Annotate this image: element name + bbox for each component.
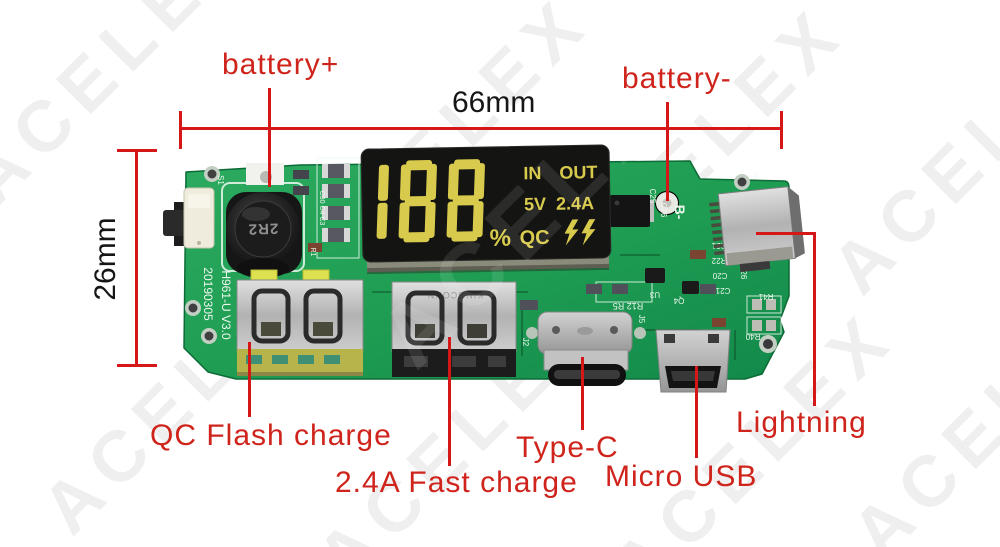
fast-charge-callout-line bbox=[448, 337, 451, 466]
width-dim-tick-right bbox=[780, 111, 783, 149]
silkscreen-model: H961-U V3.0 bbox=[219, 270, 233, 340]
usb-c-port[interactable] bbox=[526, 311, 646, 386]
silkscreen-s1: S1 bbox=[216, 175, 225, 185]
silkscreen-c21: C21 bbox=[715, 286, 730, 295]
mounting-holes bbox=[185, 166, 777, 353]
micro-usb-callout-line bbox=[695, 366, 698, 458]
led-pad bbox=[302, 269, 330, 281]
silkscreen-j6: J6 bbox=[751, 172, 758, 180]
silkscreen-c20: C20 bbox=[712, 271, 727, 280]
micro-usb-label: Micro USB bbox=[605, 460, 758, 493]
type-c-label: Type-C bbox=[516, 431, 619, 464]
watermark-text: ACELEX bbox=[836, 260, 1000, 547]
height-dim-label: 26mm bbox=[89, 217, 122, 301]
lightning-bolt-icon bbox=[564, 219, 579, 246]
battery-minus-label: battery- bbox=[622, 62, 732, 95]
battery-plus-callout-line bbox=[268, 88, 271, 187]
smd-components bbox=[293, 164, 776, 331]
soic-chip bbox=[606, 195, 654, 227]
battery-plus-pad bbox=[246, 163, 284, 185]
display-qc: QC bbox=[519, 227, 549, 250]
battery-minus-pad bbox=[655, 191, 679, 215]
silkscreen-r40: R40 bbox=[745, 332, 760, 341]
pcb-photo: 2R2 bbox=[163, 144, 806, 393]
display-percent: % bbox=[489, 225, 511, 252]
silkscreen-r26: R26 bbox=[739, 265, 748, 280]
lightning-port[interactable] bbox=[708, 186, 806, 275]
display-amp: 2.4A bbox=[556, 193, 594, 214]
fast-charge-label: 2.4A Fast charge bbox=[335, 466, 578, 499]
height-dim-tick-bottom bbox=[117, 364, 157, 367]
display-volt: 5V bbox=[524, 194, 546, 214]
silkscreen-r41: R41 bbox=[758, 292, 773, 301]
width-dim-tick-left bbox=[179, 111, 182, 149]
silkscreen-r12-r5: R12 R5 bbox=[613, 301, 644, 311]
lightning-bolt-icon bbox=[581, 219, 596, 246]
silkscreen-labels: C25 C26 B- R21 R22 C20 C21 R26 R12 R5 U3… bbox=[201, 172, 773, 346]
silkscreen-r22: R22 bbox=[711, 256, 726, 265]
silkscreen-b-minus: B- bbox=[672, 205, 688, 220]
width-dim-line bbox=[181, 127, 782, 130]
lightning-callout-line-h bbox=[756, 232, 816, 235]
silkscreen-j2: J2 bbox=[521, 338, 530, 347]
type-c-callout-line bbox=[581, 357, 584, 430]
silkscreen-date: 20190305 bbox=[201, 267, 215, 321]
usb-a-fast-port[interactable]: KINGCONN bbox=[391, 281, 517, 377]
led-display: % IN OUT 5V 2.4A QC bbox=[360, 144, 612, 275]
battery-minus-callout-line bbox=[666, 102, 669, 201]
display-digits bbox=[376, 159, 485, 243]
display-in: IN bbox=[523, 163, 541, 183]
battery-plus-label: battery+ bbox=[222, 48, 340, 81]
lightning-callout-line-v bbox=[813, 232, 816, 406]
height-dim-tick-top bbox=[117, 149, 157, 152]
watermark-text: ACELEX bbox=[816, 0, 1000, 310]
lightning-label: Lightning bbox=[736, 406, 867, 439]
usb-a-qc-port[interactable] bbox=[236, 279, 364, 376]
width-dim-label: 66mm bbox=[452, 86, 536, 119]
silkscreen-c25: C25 bbox=[648, 189, 657, 204]
silkscreen-q4: Q4 bbox=[673, 296, 684, 305]
qc-flash-charge-label: QC Flash charge bbox=[150, 419, 392, 452]
usb-brand-marking: KINGCONN bbox=[427, 290, 484, 300]
silkscreen-u3: U3 bbox=[649, 290, 660, 299]
inductor-marking: 2R2 bbox=[247, 219, 278, 237]
silkscreen-j5: J5 bbox=[637, 315, 646, 324]
qc-callout-line bbox=[248, 342, 251, 417]
power-switch[interactable] bbox=[163, 187, 215, 249]
silkscreen-r1: R1 bbox=[309, 248, 316, 257]
led-pad bbox=[250, 269, 278, 281]
silkscreen-c26: C26 bbox=[659, 203, 668, 218]
display-legend: % IN OUT 5V 2.4A QC bbox=[489, 162, 597, 252]
display-out: OUT bbox=[559, 162, 597, 183]
height-dim-line bbox=[135, 151, 138, 366]
silkscreen-caps: C30 C4 C3 bbox=[318, 191, 325, 226]
inductor: 2R2 bbox=[226, 192, 302, 278]
micro-usb-port[interactable] bbox=[655, 329, 731, 393]
